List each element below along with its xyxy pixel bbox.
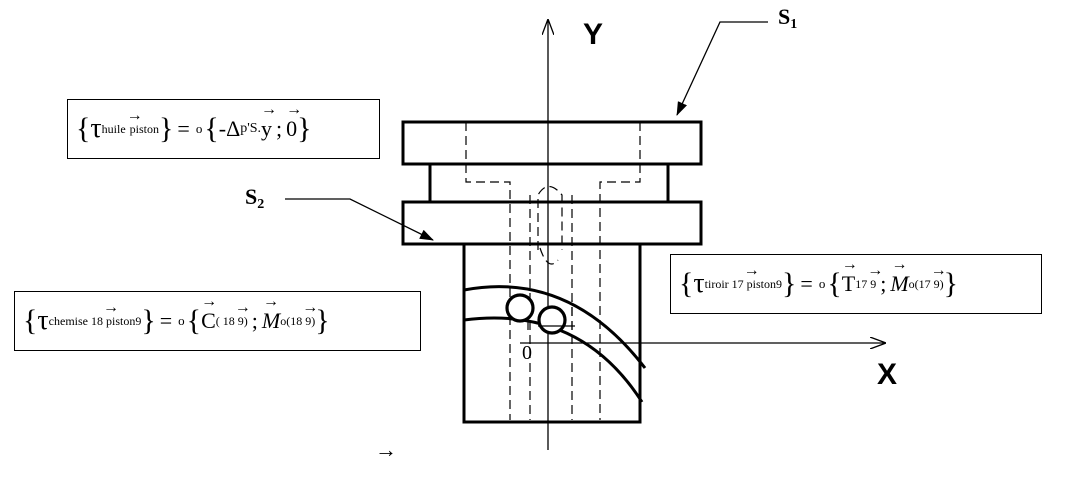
label-s2: S2 [245,184,265,212]
piston-body [462,242,642,424]
origin-label: 0 [522,342,532,364]
leader-s1 [676,21,768,116]
plate-s2 [401,200,703,246]
axis-y-label: Y [583,18,604,51]
hidden-lines [465,122,641,420]
leader-s2 [285,198,434,241]
label-s1: S1 [778,4,798,32]
stray-arrow: → [375,437,397,462]
axis-x-label: X [877,358,898,391]
ball-1 [505,293,535,323]
groove [463,285,647,403]
ball-2 [537,305,567,335]
plate-s1 [401,120,703,166]
